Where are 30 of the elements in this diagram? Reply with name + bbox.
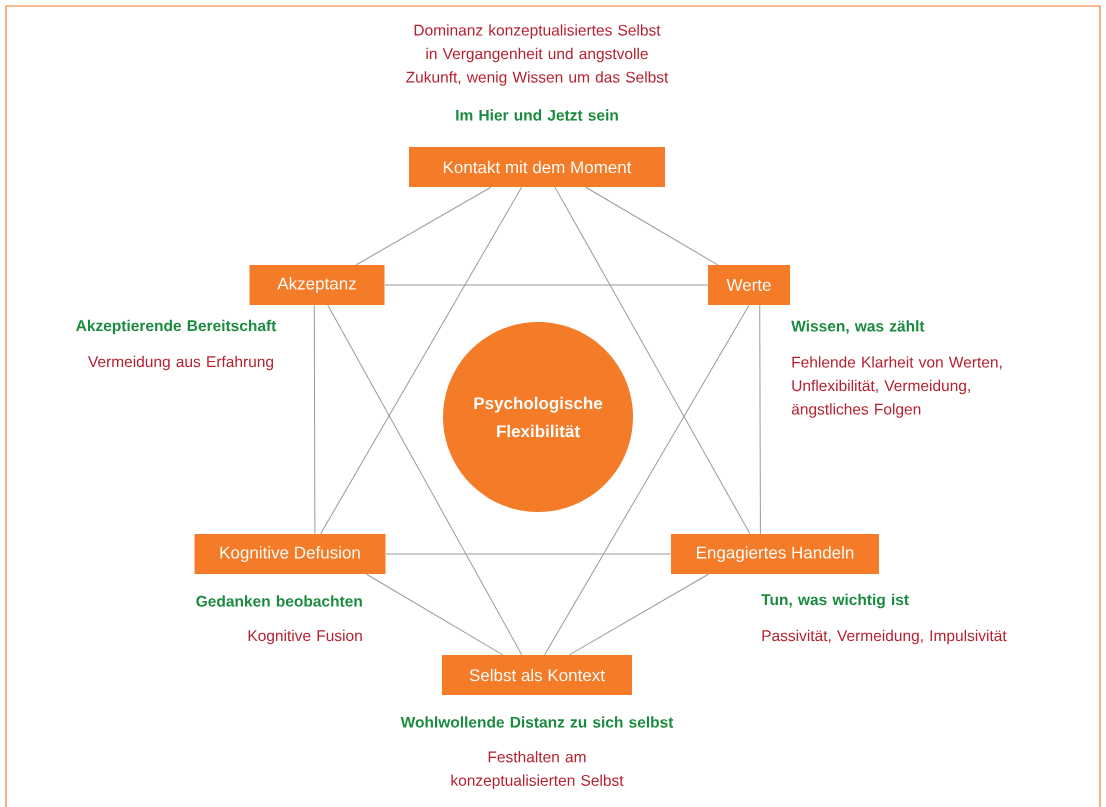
connector-line — [313, 304, 316, 535]
description-text: Vermeidung aus Erfahrung — [88, 355, 274, 371]
heading-text: Wohlwollende Distanz zu sich selbst — [400, 716, 674, 728]
description-text: Kognitive Fusion — [248, 629, 362, 645]
process-box: Engagiertes Handeln — [671, 534, 879, 574]
connector-line — [544, 304, 750, 656]
heading-text: Im Hier und Jetzt sein — [456, 109, 618, 121]
heading-text: Tun, was wichtig ist — [761, 593, 909, 609]
description-text: Festhalten am konzeptualisierten Selbst — [451, 751, 624, 789]
connector-line — [554, 186, 751, 535]
description-text: Fehlende Klarheit von Werten, Unflexibilität, Vermeidung, ängstliches Folgen — [791, 356, 1002, 418]
heading-text: Gedanken beobachten — [196, 595, 362, 607]
process-box: Kontakt mit dem Moment — [409, 147, 665, 187]
heading-text: Wissen, was zählt — [791, 320, 925, 334]
connector-line — [327, 304, 523, 656]
process-box: Werte — [708, 265, 790, 305]
connector-line — [585, 186, 719, 266]
description-text: Passivität, Vermeidung, Impulsivität — [762, 629, 1007, 645]
process-box: Selbst als Kontext — [442, 655, 632, 695]
process-box: Akzeptanz — [249, 265, 385, 305]
connector-line — [759, 304, 761, 535]
connector-line — [384, 284, 709, 286]
process-box: Kognitive Defusion — [194, 534, 386, 574]
connector-line — [568, 573, 709, 656]
heading-text: Akzeptierende Bereitschaft — [76, 319, 277, 335]
connector-line — [366, 573, 504, 656]
connector-line — [385, 553, 672, 555]
description-text: Dominanz konzeptualisiertes Selbst in Vergangenheit und angstvolle Zukunft, wenig Wissen um das Selbst — [406, 24, 669, 86]
connector-line — [320, 186, 523, 535]
connector-line — [355, 186, 492, 266]
